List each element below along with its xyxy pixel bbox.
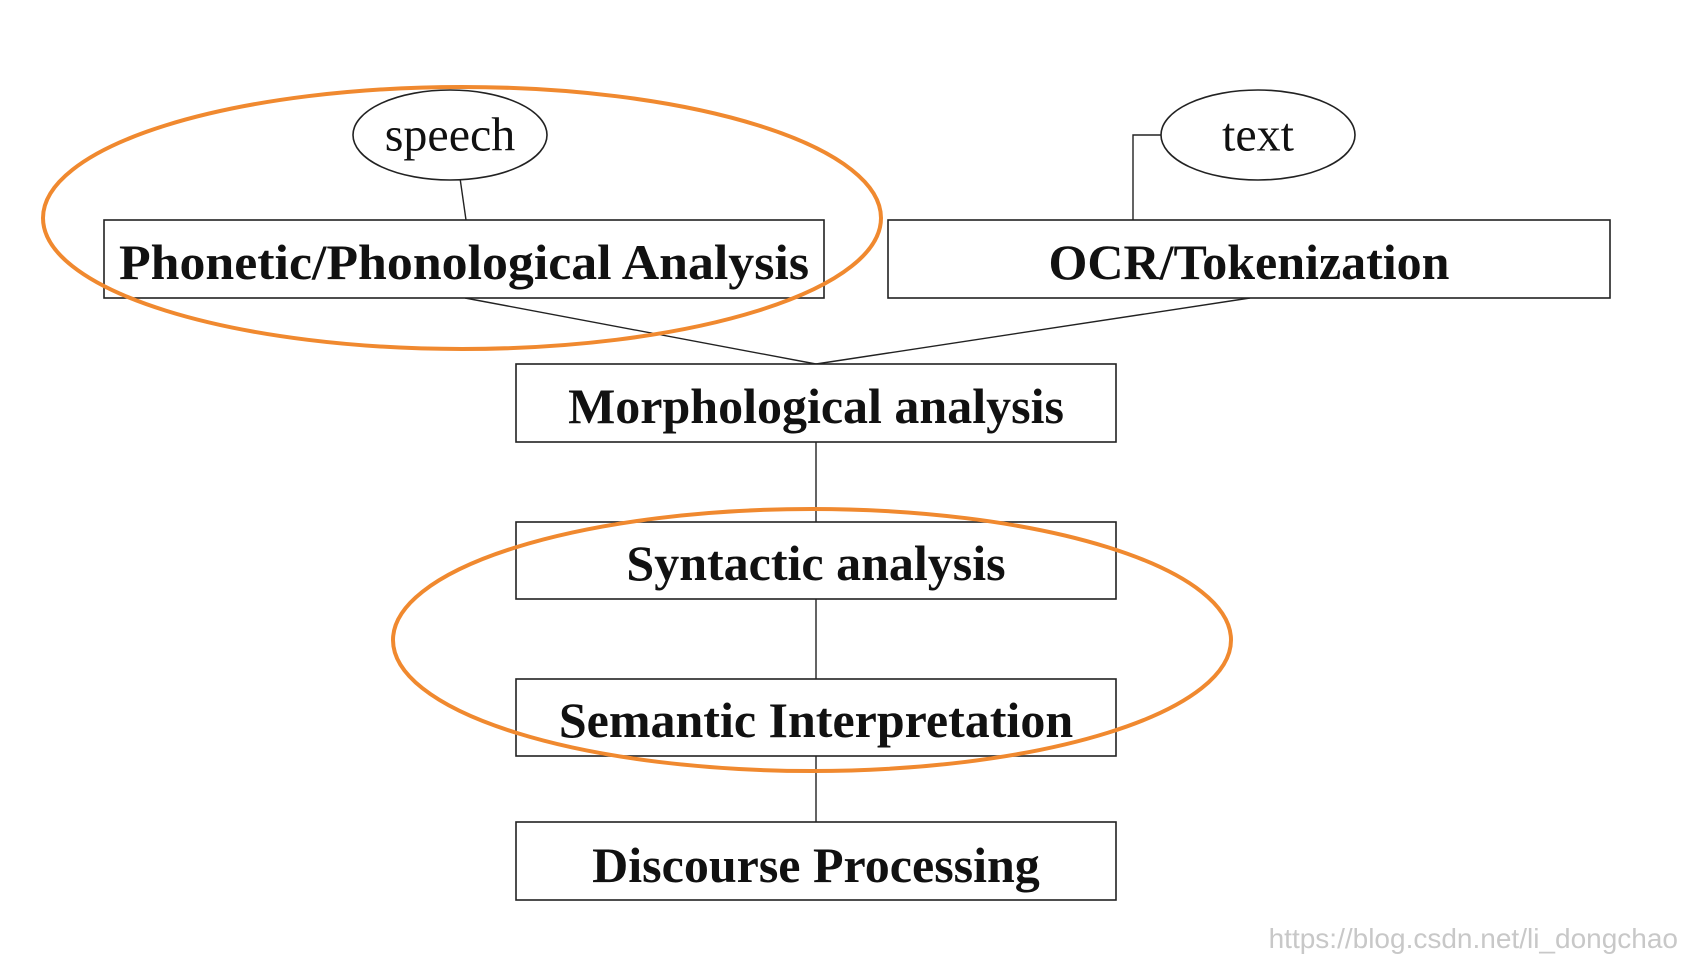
semantic-interpretation-box: Semantic Interpretation bbox=[515, 678, 1117, 757]
highlight-ellipse-phonetic bbox=[41, 85, 883, 351]
connector-ocr-morphological bbox=[815, 297, 1251, 365]
discourse-processing-label: Discourse Processing bbox=[592, 837, 1040, 893]
discourse-processing-box: Discourse Processing bbox=[515, 821, 1117, 901]
text-input-node: text bbox=[1160, 89, 1356, 181]
speech-input-label: speech bbox=[385, 109, 516, 162]
highlight-ellipse-syntax-semantic bbox=[391, 507, 1233, 773]
watermark-text: https://blog.csdn.net/li_dongchao bbox=[1269, 923, 1678, 954]
semantic-interpretation-label: Semantic Interpretation bbox=[559, 692, 1073, 748]
connector-text-ocr bbox=[1132, 134, 1168, 220]
connector-phonetic-morphological bbox=[464, 297, 817, 365]
syntactic-analysis-label: Syntactic analysis bbox=[626, 535, 1005, 591]
ocr-tokenization-label: OCR/Tokenization bbox=[1048, 234, 1449, 290]
connector-speech-phonetic bbox=[459, 177, 467, 221]
speech-input-node: speech bbox=[352, 89, 548, 181]
phonetic-analysis-label: Phonetic/Phonological Analysis bbox=[119, 234, 809, 290]
text-input-label: text bbox=[1222, 109, 1295, 162]
syntactic-analysis-box: Syntactic analysis bbox=[515, 521, 1117, 600]
morphological-analysis-box: Morphological analysis bbox=[515, 363, 1117, 443]
ocr-tokenization-box: OCR/Tokenization bbox=[887, 219, 1611, 299]
phonetic-analysis-box: Phonetic/Phonological Analysis bbox=[103, 219, 825, 299]
morphological-analysis-label: Morphological analysis bbox=[568, 378, 1064, 434]
